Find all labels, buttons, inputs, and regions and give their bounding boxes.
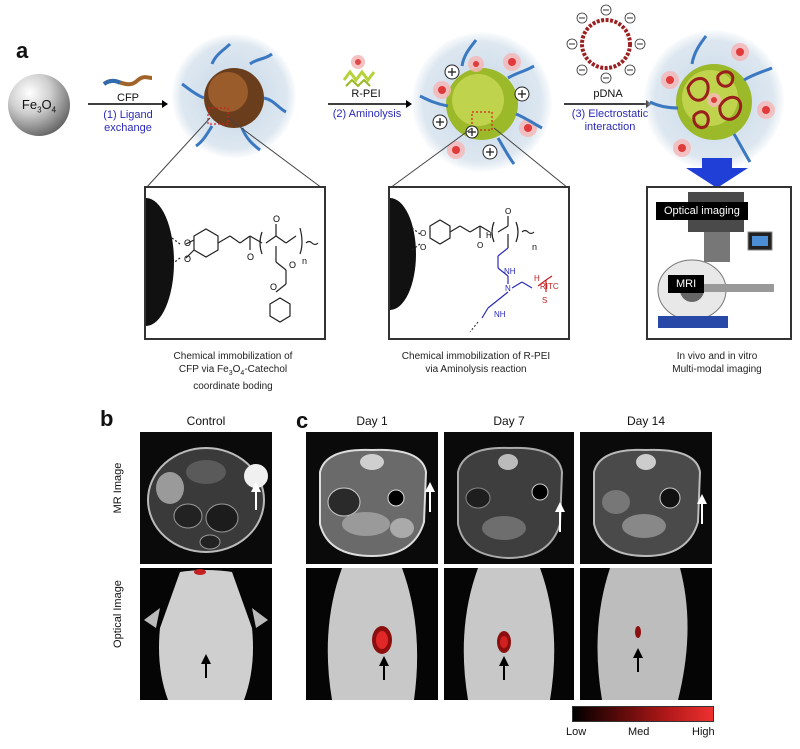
optical-image-day1 [306, 568, 438, 700]
col-title-day7: Day 7 [444, 414, 574, 428]
structure-rpei-n-label: n [532, 242, 537, 252]
colorbar-high-label: High [692, 726, 715, 738]
svg-text:O: O [420, 229, 426, 238]
colorbar-med-label: Med [628, 726, 649, 738]
zoom-lines [0, 0, 800, 200]
svg-text:O: O [273, 214, 280, 224]
caption-imaging: In vivo and in vitro Multi-modal imaging [640, 350, 794, 376]
row-label-optical: Optical Image [112, 564, 124, 664]
optical-image-day7 [444, 568, 574, 700]
optical-image-control [140, 568, 272, 700]
structure-rpei-h: H [534, 274, 540, 283]
col-title-control: Control [140, 414, 272, 428]
mr-image-day14 [580, 432, 712, 564]
structure-cfp-n-label: n [302, 256, 307, 266]
colorbar-low-label: Low [566, 726, 586, 738]
structure-rpei-nh2: NH [494, 310, 506, 319]
panel-label-b: b [100, 406, 113, 432]
structure-rpei-n-atom: N [505, 284, 511, 293]
svg-text:O: O [477, 241, 483, 250]
mri-tag: MRI [668, 275, 704, 293]
svg-text:O: O [184, 254, 191, 264]
structure-cfp-drawing: O O O O O O [146, 188, 322, 336]
col-title-day14: Day 14 [580, 414, 712, 428]
mr-image-control [140, 432, 272, 564]
intensity-colorbar [572, 706, 714, 722]
structure-rpei-drawing: O O O O H [390, 188, 566, 336]
svg-text:O: O [270, 282, 277, 292]
structure-rpei-ritc: RITC [540, 282, 559, 291]
svg-text:H: H [486, 231, 492, 240]
svg-text:O: O [505, 207, 511, 216]
svg-text:O: O [247, 252, 254, 262]
svg-text:O: O [289, 260, 296, 270]
svg-text:O: O [184, 238, 191, 248]
structure-rpei-s: S [542, 296, 547, 305]
mr-image-day7 [444, 432, 574, 564]
col-title-day1: Day 1 [306, 414, 438, 428]
structure-rpei-nh1: NH [504, 267, 516, 276]
caption-cfp: Chemical immobilization of CFP via Fe3O4… [140, 350, 326, 393]
mr-image-day1 [306, 432, 438, 564]
optical-imaging-tag: Optical imaging [656, 202, 748, 220]
row-label-mr: MR Image [112, 438, 124, 538]
optical-image-day14 [580, 568, 712, 700]
svg-text:O: O [420, 243, 426, 252]
caption-rpei: Chemical immobilization of R-PEI via Ami… [376, 350, 576, 376]
